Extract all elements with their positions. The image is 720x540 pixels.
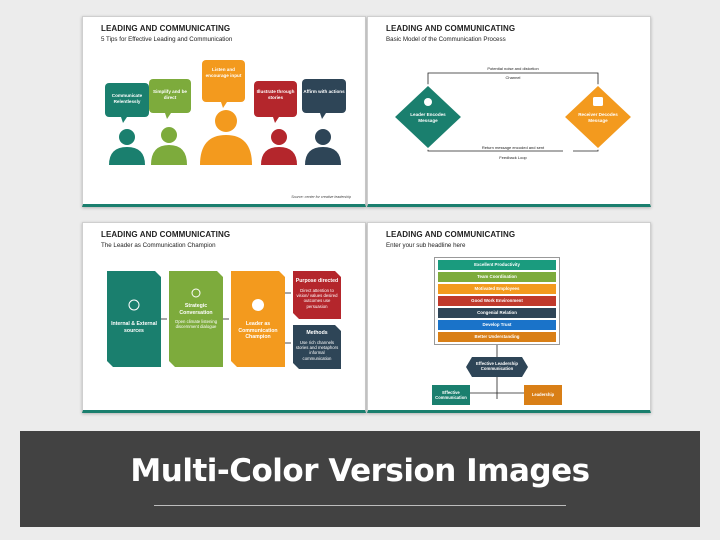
banner-divider <box>154 505 566 506</box>
bubble-text: Simplify and be direct <box>153 89 187 100</box>
bubble-text: Listen and encourage input <box>205 67 242 78</box>
bubble-text: Communicate Relentlessly <box>111 93 143 104</box>
person-icon <box>109 129 145 165</box>
slide-subtitle: Enter your sub headline here <box>386 242 466 249</box>
bar-item: Excellent Productivity <box>438 260 556 270</box>
slide-subtitle: The Leader as Communication Champion <box>101 242 216 249</box>
return-label: Return message encoded and sent <box>481 145 545 150</box>
bar-item: Good Work Environment <box>438 296 556 306</box>
box-purpose-desc: Direct attention to vision/ values desir… <box>296 287 338 309</box>
bar-item: Motivated Employees <box>438 284 556 294</box>
box-champion: Leader as Communication Champion <box>238 321 278 340</box>
feedback-label: Feedback Loop <box>499 155 527 160</box>
banner-title: Multi-Color Version Images <box>130 453 590 489</box>
slide-title: LEADING AND COMMUNICATING <box>101 24 231 33</box>
left-node-label: Leader Encodes Message <box>410 112 446 123</box>
champion-diagram <box>107 271 341 369</box>
communication-model-diagram <box>392 72 634 152</box>
person-icon <box>151 127 187 165</box>
slide-title: LEADING AND COMMUNICATING <box>386 230 516 239</box>
box-methods-heading: Methods <box>306 330 328 336</box>
bar-stack-frame <box>434 257 560 345</box>
network-icon <box>128 299 140 311</box>
bar-item: Better Understanding <box>438 332 556 342</box>
slide-thumbnail-tips[interactable]: LEADING AND COMMUNICATING 5 Tips for Eff… <box>82 16 366 207</box>
person-icon <box>261 129 297 165</box>
box-methods: Methods Use rich channels stories and me… <box>295 330 339 361</box>
people-icon <box>424 98 432 106</box>
slide-title: LEADING AND COMMUNICATING <box>386 24 516 33</box>
box-purpose: Purpose directed Direct attention to vis… <box>295 278 339 309</box>
leadership-connector <box>466 345 528 399</box>
slide-subtitle: Basic Model of the Communication Process <box>386 36 506 43</box>
banner: Multi-Color Version Images <box>20 431 700 527</box>
conversation-icon <box>191 288 201 298</box>
leadership-box: Leadership <box>524 385 562 405</box>
bar-item: Congenial Relation <box>438 308 556 318</box>
box-strategic-title: Strategic Conversation Open climate list… <box>171 303 221 330</box>
person-icon <box>305 129 341 165</box>
slide-title: LEADING AND COMMUNICATING <box>101 230 231 239</box>
bubble-text: Affirm with actions <box>303 89 345 94</box>
source-note: Source: center for creative leadership <box>291 195 351 199</box>
slide-thumbnail-champion[interactable]: LEADING AND COMMUNICATING The Leader as … <box>82 222 366 413</box>
chat-icon <box>593 97 603 106</box>
box-methods-desc: Use rich channels stories and metaphors … <box>295 339 339 361</box>
center-hexagon-label: Effective Leadership Communication <box>475 361 519 372</box>
channel-label: Channel <box>505 75 521 80</box>
right-node-label: Receiver Decodes Message <box>578 112 618 123</box>
noise-label: Potential noise and distortion <box>487 66 539 71</box>
box-strategic-desc: Open climate listening discernment dialo… <box>174 319 218 330</box>
slide-subtitle: 5 Tips for Effective Leading and Communi… <box>101 36 233 43</box>
slide-thumbnail-model[interactable]: LEADING AND COMMUNICATING Basic Model of… <box>367 16 651 207</box>
bar-item: Team Coordination <box>438 272 556 282</box>
box-strategic-heading: Strategic Conversation <box>179 303 213 316</box>
effective-communication-box: Effective Communication <box>432 385 470 405</box>
person-icon <box>200 110 252 165</box>
bar-item: Develop Trust <box>438 320 556 330</box>
slide-thumbnail-pyramid[interactable]: LEADING AND COMMUNICATING Enter your sub… <box>367 222 651 413</box>
box-purpose-heading: Purpose directed <box>295 278 339 284</box>
tree-icon <box>252 299 264 311</box>
box-sources: Internal & External sources <box>111 321 157 334</box>
bubble-text: Illustrate through stories <box>256 89 295 100</box>
tips-illustration <box>105 60 346 165</box>
